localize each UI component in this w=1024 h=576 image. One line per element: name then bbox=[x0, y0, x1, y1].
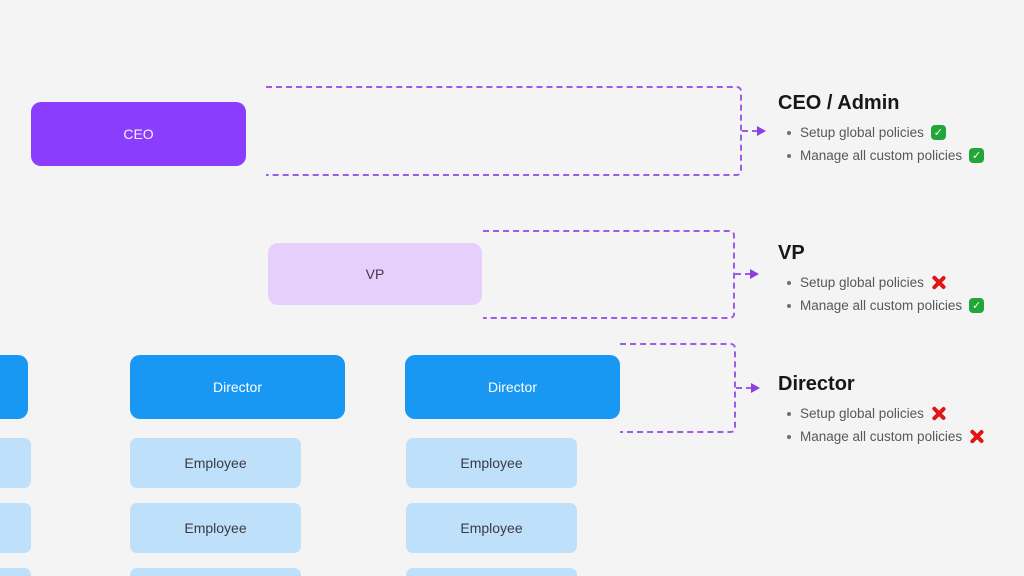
permission-label: Setup global policies bbox=[800, 275, 924, 290]
permission-item: Manage all custom policies bbox=[778, 294, 1024, 317]
org-node-employee: Employee bbox=[0, 568, 31, 576]
bullet-dot-icon bbox=[787, 130, 791, 135]
cross-icon bbox=[969, 429, 984, 444]
permission-label: Setup global policies bbox=[800, 125, 924, 140]
director-arrow-right-icon bbox=[736, 383, 760, 393]
org-node-employee: Employee bbox=[0, 438, 31, 488]
permission-label: Manage all custom policies bbox=[800, 298, 963, 313]
vp-arrow-right-icon bbox=[735, 269, 759, 279]
ceo-arrow-right-icon bbox=[742, 126, 766, 136]
org-node-director: Director bbox=[0, 355, 28, 419]
role-title: VP bbox=[778, 242, 805, 264]
bullet-dot-icon bbox=[787, 153, 791, 158]
bullet-dot-icon bbox=[787, 411, 791, 416]
permission-item: Setup global policies bbox=[778, 402, 1024, 425]
permission-label: Setup global policies bbox=[800, 406, 924, 421]
org-node-employee: Employee bbox=[130, 438, 301, 488]
org-node-ceo: CEO bbox=[31, 102, 246, 166]
role-section-ceo: CEO / Admin Setup global policies Manage… bbox=[778, 90, 1024, 167]
permission-item: Manage all custom policies bbox=[778, 425, 1024, 448]
org-node-employee: Employee bbox=[130, 568, 301, 576]
check-icon bbox=[969, 298, 985, 313]
director-group-dashed-bracket bbox=[620, 343, 736, 433]
check-icon bbox=[969, 148, 985, 163]
permission-label: Manage all custom policies bbox=[800, 148, 963, 163]
org-node-vp: VP bbox=[268, 243, 482, 305]
org-node-employee: Employee bbox=[130, 503, 301, 553]
org-node-employee: Employee bbox=[406, 503, 577, 553]
permission-item: Setup global policies bbox=[778, 271, 1024, 294]
bullet-dot-icon bbox=[787, 303, 791, 308]
permission-label: Manage all custom policies bbox=[800, 429, 963, 444]
check-icon bbox=[930, 125, 946, 140]
vp-group-dashed-bracket bbox=[483, 230, 735, 319]
org-node-director: Director bbox=[405, 355, 620, 419]
org-node-employee: Employee bbox=[0, 503, 31, 553]
role-section-director: Director Setup global policies Manage al… bbox=[778, 371, 1024, 448]
bullet-dot-icon bbox=[787, 434, 791, 439]
org-node-director: Director bbox=[130, 355, 345, 419]
role-title: CEO / Admin bbox=[778, 92, 900, 114]
role-section-vp: VP Setup global policies Manage all cust… bbox=[778, 240, 1024, 317]
role-title: Director bbox=[778, 373, 855, 395]
permission-item: Setup global policies bbox=[778, 121, 1024, 144]
org-node-employee: Employee bbox=[406, 438, 577, 488]
cross-icon bbox=[931, 406, 946, 421]
org-node-employee: Employee bbox=[406, 568, 577, 576]
cross-icon bbox=[931, 275, 946, 290]
ceo-group-dashed-bracket bbox=[266, 86, 742, 176]
permission-item: Manage all custom policies bbox=[778, 144, 1024, 167]
bullet-dot-icon bbox=[787, 280, 791, 285]
